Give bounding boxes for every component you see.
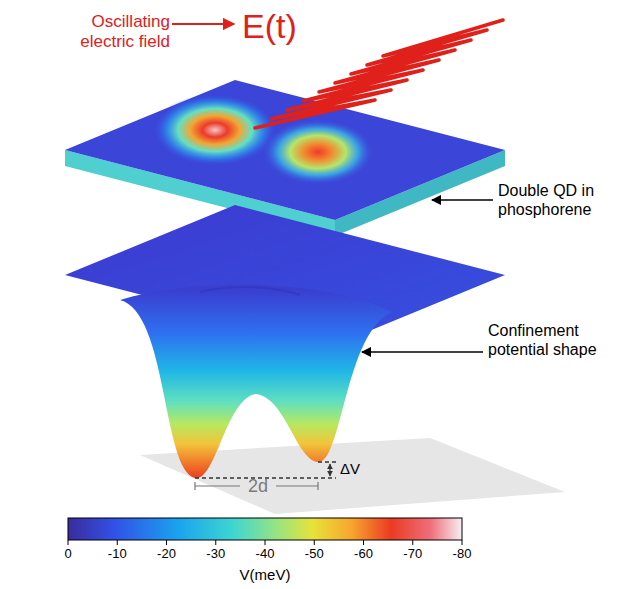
tick-label: -50 (305, 546, 324, 562)
tick-label: -20 (157, 546, 176, 562)
tick-label: -10 (108, 546, 127, 562)
tick-mark (412, 540, 413, 545)
part-label: Double QD in phosphorene (498, 181, 618, 219)
leader-arrow (432, 199, 493, 201)
tick-label: -40 (256, 546, 275, 562)
tick-mark (462, 540, 463, 545)
phosphorene-slab (65, 80, 505, 236)
tick-mark (117, 540, 118, 545)
axis-title: V(meV) (240, 566, 291, 584)
tick-mark (314, 540, 315, 545)
tick-mark (68, 540, 69, 545)
tick-label: -30 (206, 546, 225, 562)
colorbar-ticks (68, 540, 462, 545)
tick-label: 0 (64, 546, 71, 562)
dot-density (153, 94, 277, 166)
leader-arrow (172, 23, 234, 25)
potential-wells (120, 285, 392, 479)
dimension-arrow (329, 464, 330, 476)
tick-mark (363, 540, 364, 545)
dimension-line (195, 485, 240, 486)
tick-label: -60 (354, 546, 373, 562)
tick-mark (265, 540, 266, 545)
dimension-label: 2d (248, 476, 268, 498)
tick-label: -70 (403, 546, 422, 562)
dimension-label: ΔV (340, 460, 360, 478)
tick-mark (215, 540, 216, 545)
tick-label: -80 (453, 546, 472, 562)
dot-density (262, 119, 374, 185)
slab-top (65, 80, 505, 220)
colorbar (68, 518, 462, 540)
leader-arrow (362, 351, 483, 353)
dashed-line (318, 461, 336, 462)
field-symbol: E(t) (242, 6, 297, 47)
dimension-line (276, 485, 318, 486)
tick-mark (166, 540, 167, 545)
part-label: Confinement potential shape (488, 321, 616, 359)
field-label: Oscillating electric field (50, 12, 170, 53)
well-rim (200, 287, 300, 295)
